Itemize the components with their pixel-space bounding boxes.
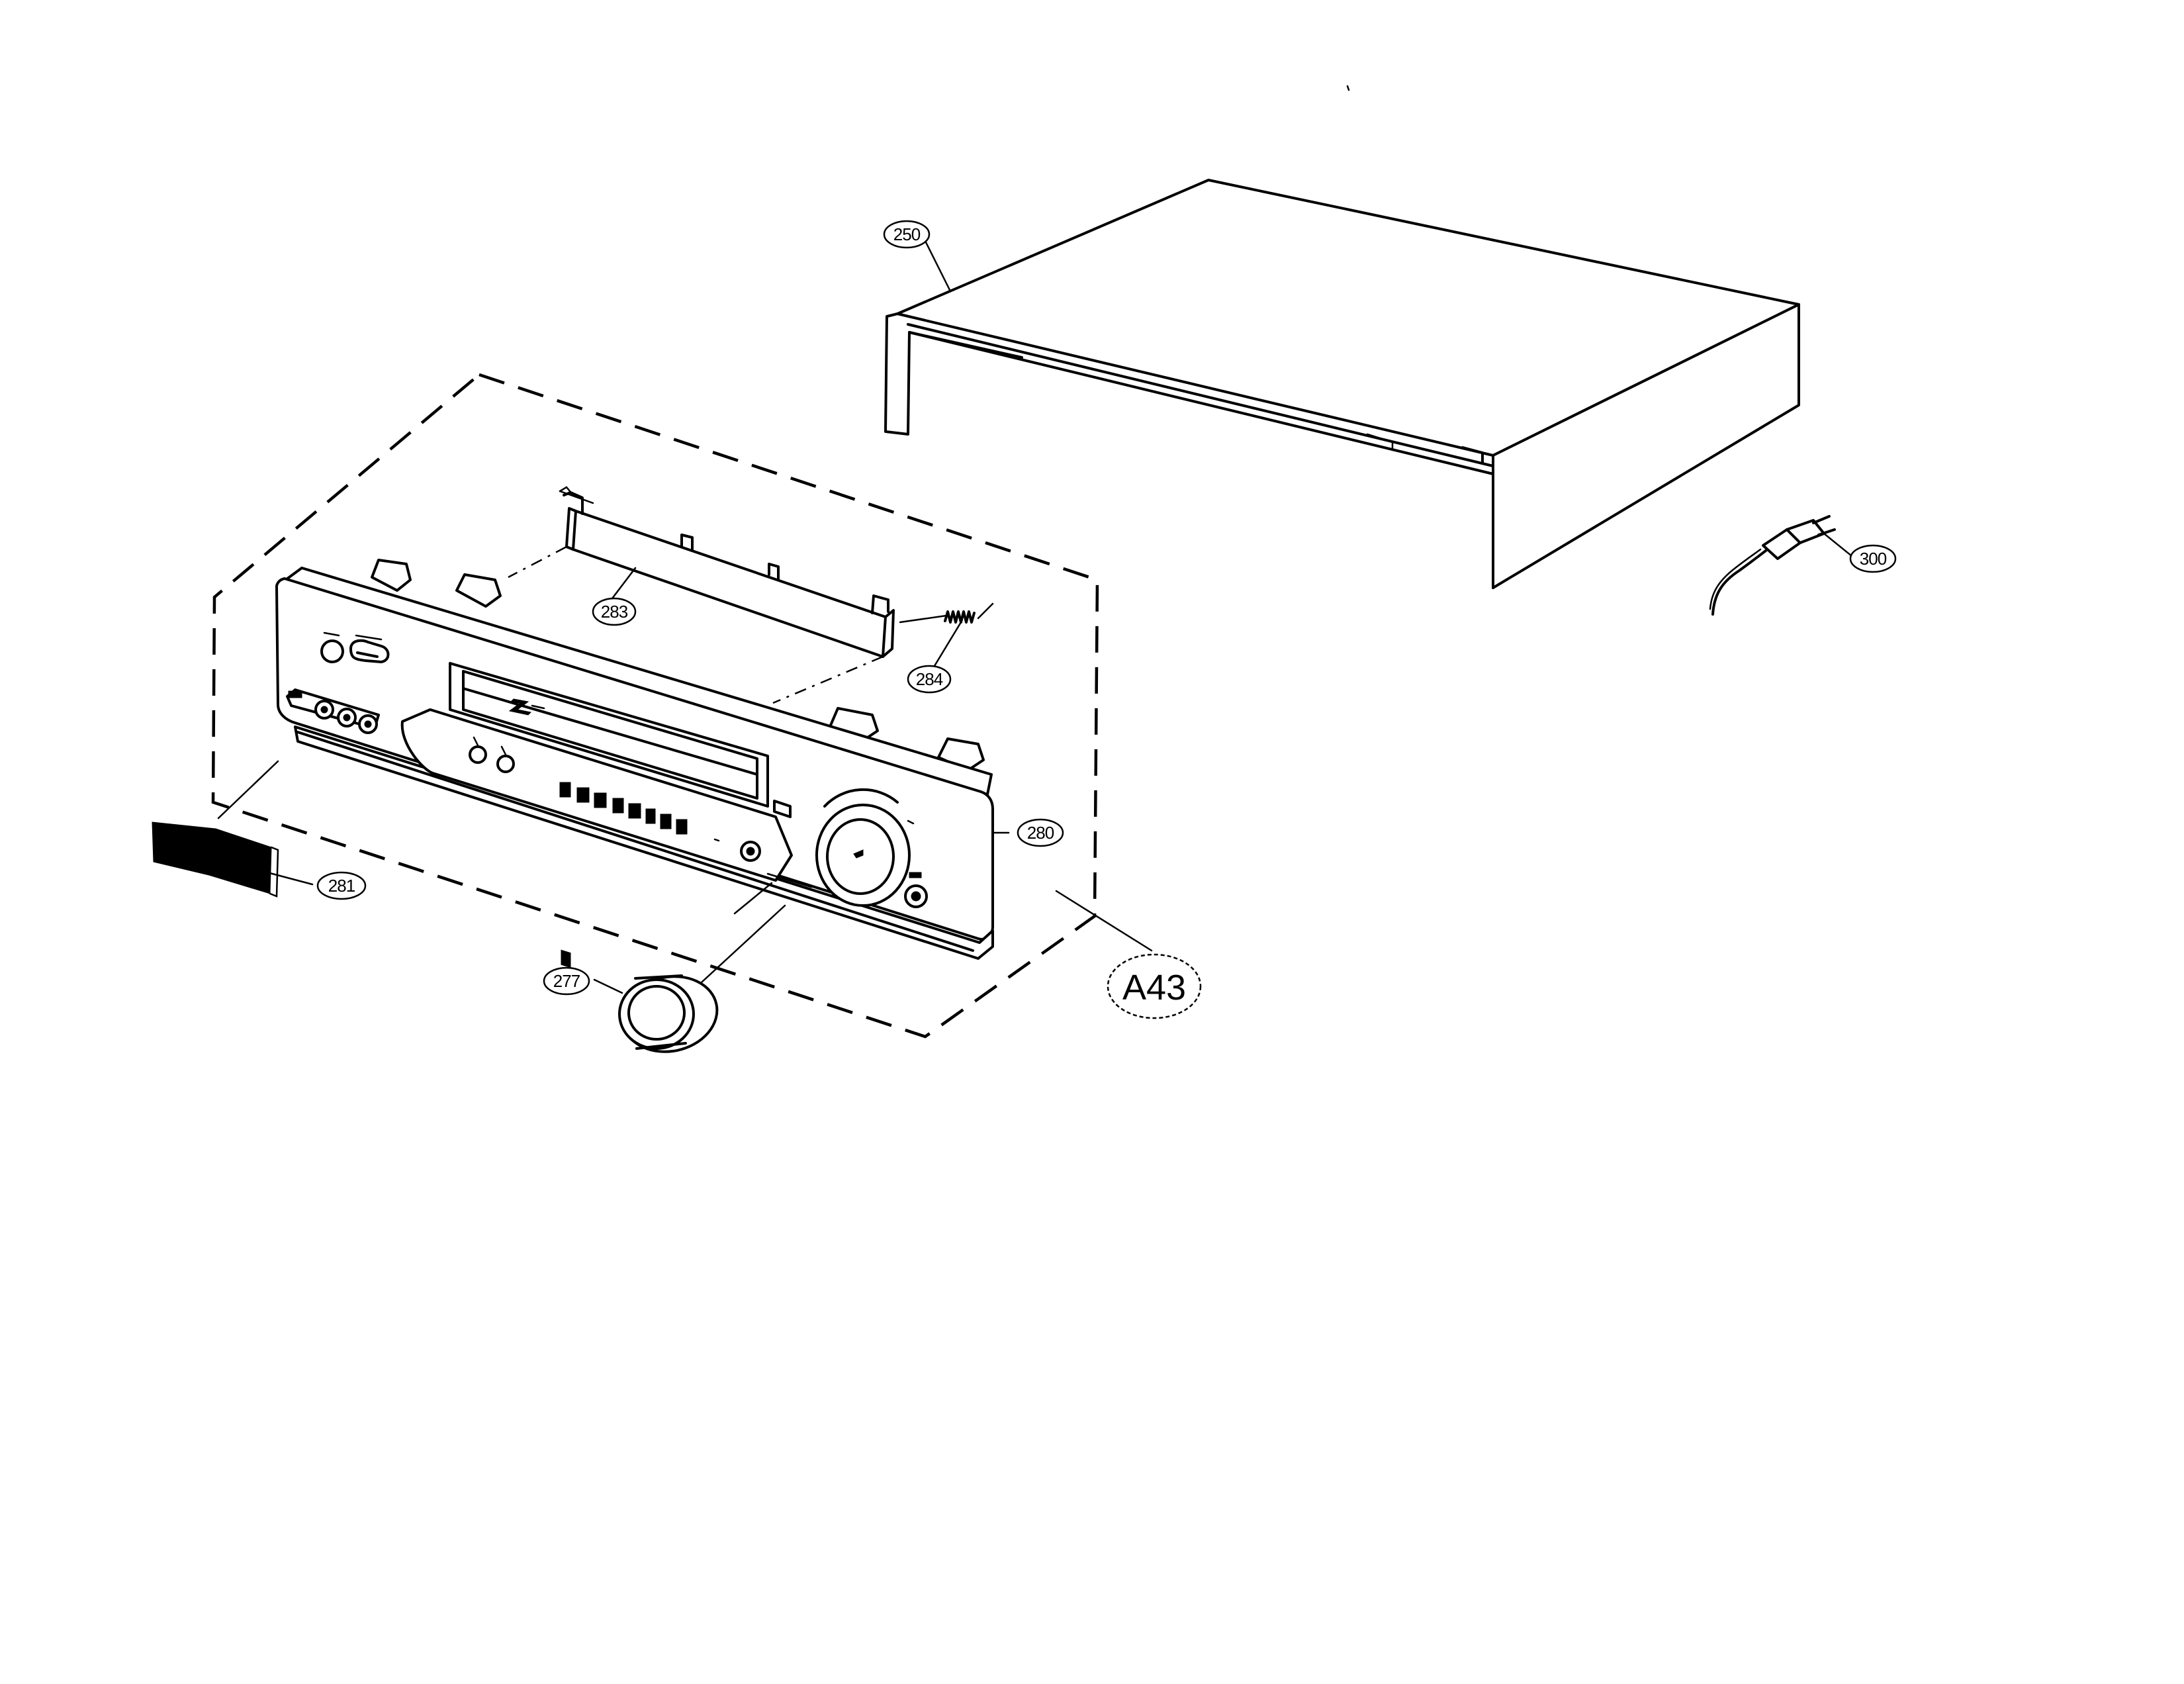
callout-text-280: 280 bbox=[1027, 823, 1054, 843]
callout-text-250: 250 bbox=[893, 224, 921, 244]
assembly-line-bracket-right bbox=[772, 655, 884, 704]
door-film bbox=[152, 821, 279, 898]
callout-300: 300 bbox=[1849, 544, 1897, 573]
power-cord bbox=[1709, 515, 1853, 616]
callout-text-277: 277 bbox=[553, 971, 580, 991]
leader-lines bbox=[217, 234, 1860, 994]
spring bbox=[899, 602, 994, 624]
door-bracket bbox=[559, 486, 895, 658]
callout-text-283: 283 bbox=[601, 602, 628, 622]
callout-text-300: 300 bbox=[1860, 549, 1887, 569]
jog-knob bbox=[618, 974, 719, 1053]
callout-281: 281 bbox=[316, 871, 367, 900]
assembly-boundary bbox=[211, 373, 1099, 1039]
top-cover bbox=[884, 179, 1800, 589]
callout-280: 280 bbox=[1017, 818, 1064, 847]
front-panel bbox=[275, 559, 994, 968]
callout-250: 250 bbox=[883, 220, 931, 249]
callout-text-a43: A43 bbox=[1122, 968, 1186, 1007]
callout-a43: A43 bbox=[1107, 953, 1202, 1019]
callout-text-281: 281 bbox=[328, 876, 355, 896]
callout-277: 277 bbox=[543, 966, 590, 996]
button-row bbox=[559, 782, 688, 968]
callout-text-284: 284 bbox=[916, 669, 943, 689]
stray-mark bbox=[1346, 85, 1350, 91]
callout-284: 284 bbox=[907, 665, 952, 694]
callout-283: 283 bbox=[592, 597, 637, 626]
assembly-line-bracket-left bbox=[508, 545, 567, 579]
